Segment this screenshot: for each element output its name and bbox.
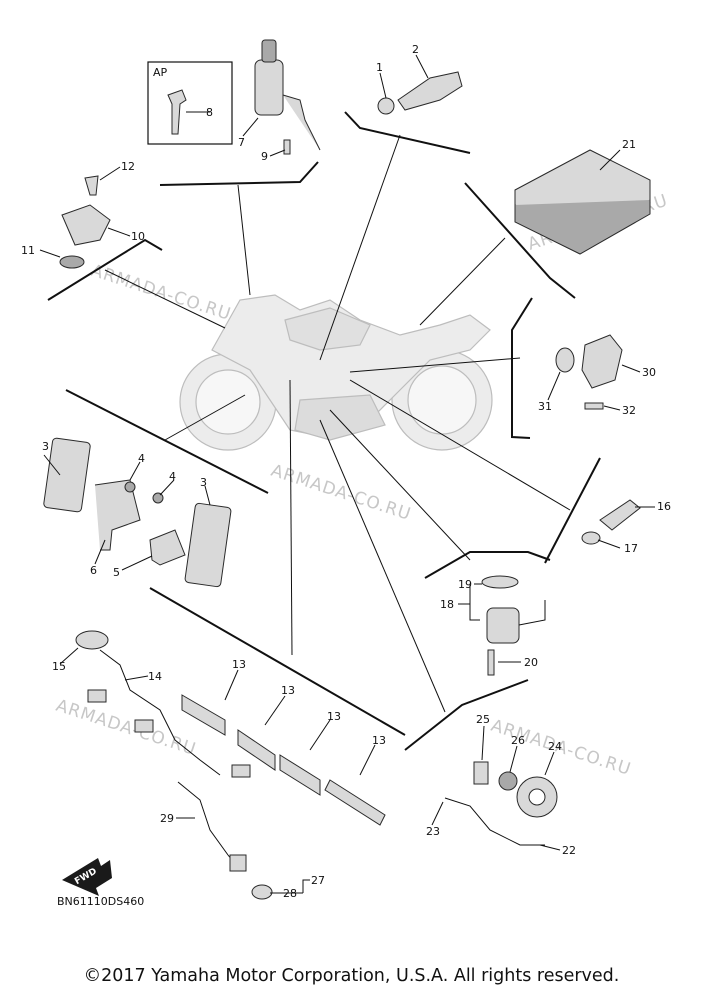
callout-16: 16 — [657, 500, 671, 513]
callout-28: 28 — [283, 887, 297, 900]
inset-ap-label: AP — [153, 66, 168, 79]
sensor-27-icon — [177, 781, 273, 900]
callout-20: 20 — [524, 656, 538, 669]
spare-key-icon — [167, 89, 187, 135]
callout-22: 22 — [562, 844, 576, 857]
callout-4a: 4 — [138, 452, 145, 465]
callout-5: 5 — [113, 566, 120, 579]
callout-6: 6 — [90, 564, 97, 577]
sprocket-sensor-icon — [444, 761, 558, 846]
callout-26: 26 — [511, 734, 525, 747]
callout-29: 29 — [160, 812, 174, 825]
sensor-16-icon — [581, 499, 641, 545]
callout-24: 24 — [548, 740, 562, 753]
callout-15: 15 — [52, 660, 66, 673]
mirror-brackets-icon — [43, 437, 232, 588]
sensor-2-icon — [377, 71, 463, 115]
inset-ap-box: AP — [147, 61, 233, 145]
watermark-group: ARMADA-CO.RU ARMADA-CO.RU ARMADA-CO.RU A… — [53, 191, 670, 780]
ecu-icon — [514, 149, 651, 255]
callout-14: 14 — [148, 670, 162, 683]
callout-11: 11 — [21, 244, 35, 257]
callout-31: 31 — [538, 400, 552, 413]
sensor-10-icon — [59, 175, 111, 269]
callout-18: 18 — [440, 598, 454, 611]
sensor-30-icon — [555, 334, 623, 410]
callout-labels: 1 2 3 3 4 4 5 6 7 8 9 10 11 12 13 13 13 … — [21, 43, 671, 900]
callout-13c: 13 — [327, 710, 341, 723]
callout-30: 30 — [642, 366, 656, 379]
sensor-18-icon — [481, 575, 546, 676]
callout-leaders — [39, 54, 655, 894]
callout-25: 25 — [476, 713, 490, 726]
fwd-arrow-icon: FWD — [62, 858, 112, 896]
callout-13a: 13 — [232, 658, 246, 671]
bracket-lines — [47, 111, 601, 751]
callout-3a: 3 — [42, 440, 49, 453]
callout-13d: 13 — [372, 734, 386, 747]
watermark-4: ARMADA-CO.RU — [53, 696, 198, 760]
wire-harness-icon — [75, 630, 251, 778]
copyright-notice: ©2017 Yamaha Motor Corporation, U.S.A. A… — [83, 966, 620, 986]
callout-12: 12 — [121, 160, 135, 173]
callout-7: 7 — [238, 136, 245, 149]
callout-19: 19 — [458, 578, 472, 591]
callout-32: 32 — [622, 404, 636, 417]
pointer-lines — [104, 134, 571, 713]
callout-10: 10 — [131, 230, 145, 243]
callout-21: 21 — [622, 138, 636, 151]
callout-1: 1 — [376, 61, 383, 74]
callout-17: 17 — [624, 542, 638, 555]
callout-8: 8 — [206, 106, 213, 119]
callout-3b: 3 — [200, 476, 207, 489]
callout-2: 2 — [412, 43, 419, 56]
diagram-code: BN61110DS460 — [57, 895, 144, 908]
callout-13b: 13 — [281, 684, 295, 697]
callout-4b: 4 — [169, 470, 176, 483]
parts-diagram: ARMADA-CO.RU ARMADA-CO.RU ARMADA-CO.RU A… — [21, 39, 671, 908]
motorcycle-illustration — [179, 294, 493, 451]
callout-9: 9 — [261, 150, 268, 163]
main-switch-icon — [254, 39, 321, 155]
watermark-1: ARMADA-CO.RU — [88, 261, 233, 325]
ignition-coils-icon — [181, 694, 386, 826]
callout-23: 23 — [426, 825, 440, 838]
callout-27: 27 — [311, 874, 325, 887]
